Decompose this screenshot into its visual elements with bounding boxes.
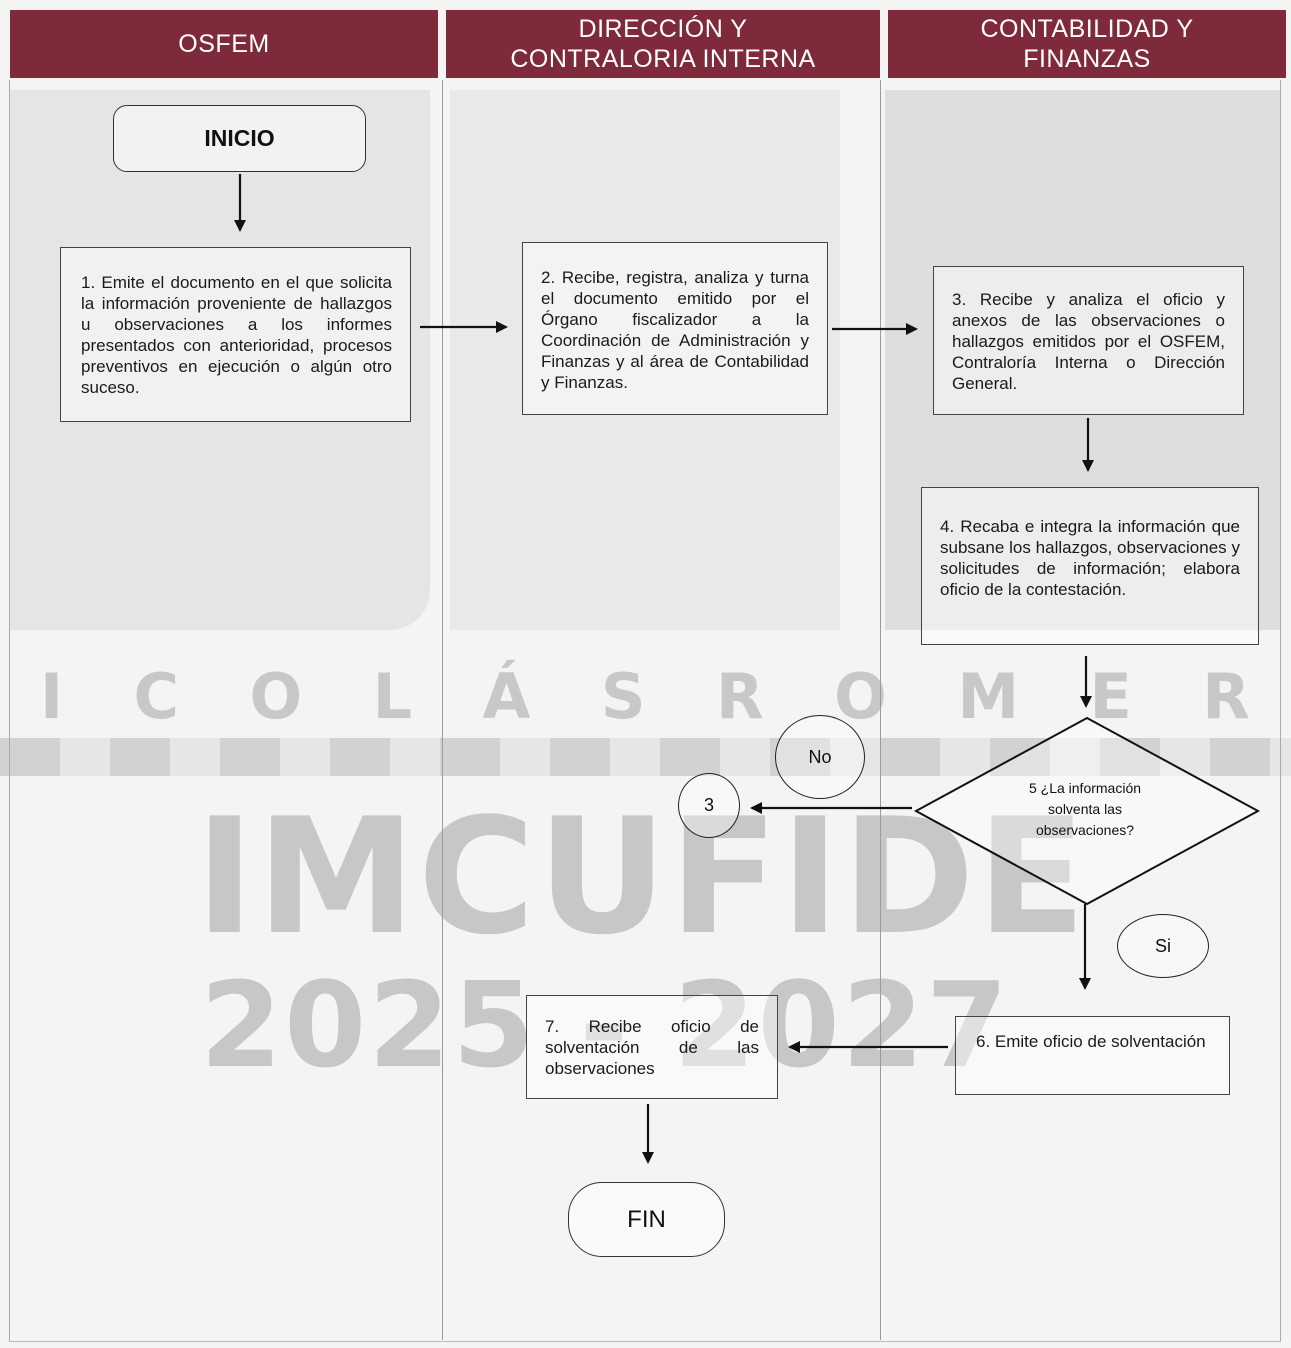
lane-header-label: CONTRALORIA INTERNA bbox=[510, 45, 816, 73]
step-4-box: 4. Recaba e integra la información que s… bbox=[921, 487, 1259, 645]
lane-header-osfem: OSFEM bbox=[10, 10, 438, 78]
step-3-box: 3. Recibe y analiza el oficio y anexos d… bbox=[933, 266, 1244, 415]
lane-header-label: FINANZAS bbox=[1023, 45, 1151, 73]
lane-header-label: OSFEM bbox=[178, 30, 270, 58]
start-label: INICIO bbox=[204, 125, 275, 151]
lane-header-label: CONTABILIDAD Y bbox=[980, 15, 1194, 43]
step-6-text: 6. Emite oficio de solventación bbox=[976, 1032, 1206, 1051]
start-terminal: INICIO bbox=[113, 105, 366, 172]
step-7-text: 7. Recibe oficio de solventación de las … bbox=[545, 1017, 759, 1078]
step-1-box: 1. Emite el documento en el que solicita… bbox=[60, 247, 411, 422]
lane-header-contabilidad: CONTABILIDAD Y FINANZAS bbox=[888, 10, 1286, 78]
lane-header-direccion: DIRECCIÓN Y CONTRALORIA INTERNA bbox=[446, 10, 880, 78]
decision-line: solventa las bbox=[1048, 801, 1122, 817]
swimlane-frame bbox=[9, 80, 1281, 1342]
decision-line: observaciones? bbox=[1035, 822, 1135, 838]
step-2-text: 2. Recibe, registra, analiza y turna el … bbox=[541, 268, 809, 392]
connector-3-label: 3 bbox=[703, 795, 714, 815]
decision-text: 5 ¿La información solventa las observaci… bbox=[1000, 778, 1170, 841]
no-label-circle: No bbox=[775, 715, 865, 799]
step-2-box: 2. Recibe, registra, analiza y turna el … bbox=[522, 242, 828, 415]
lane-header-label: DIRECCIÓN Y bbox=[578, 15, 748, 43]
lane-divider bbox=[442, 80, 443, 1340]
step-6-box: 6. Emite oficio de solventación bbox=[955, 1016, 1230, 1095]
no-label: No bbox=[808, 746, 832, 767]
connector-3-circle: 3 bbox=[678, 773, 740, 838]
si-label-circle: Si bbox=[1117, 914, 1209, 978]
step-1-text: 1. Emite el documento en el que solicita… bbox=[81, 273, 392, 397]
si-label: Si bbox=[1154, 935, 1171, 956]
step-3-text: 3. Recibe y analiza el oficio y anexos d… bbox=[952, 290, 1225, 393]
step-4-text: 4. Recaba e integra la información que s… bbox=[940, 517, 1240, 599]
step-7-box: 7. Recibe oficio de solventación de las … bbox=[526, 995, 778, 1099]
decision-diamond bbox=[913, 716, 1261, 906]
end-terminal: FIN bbox=[568, 1182, 725, 1257]
decision-line: 5 ¿La información bbox=[1028, 780, 1142, 796]
end-label: FIN bbox=[627, 1205, 666, 1233]
lane-divider bbox=[880, 80, 881, 1340]
